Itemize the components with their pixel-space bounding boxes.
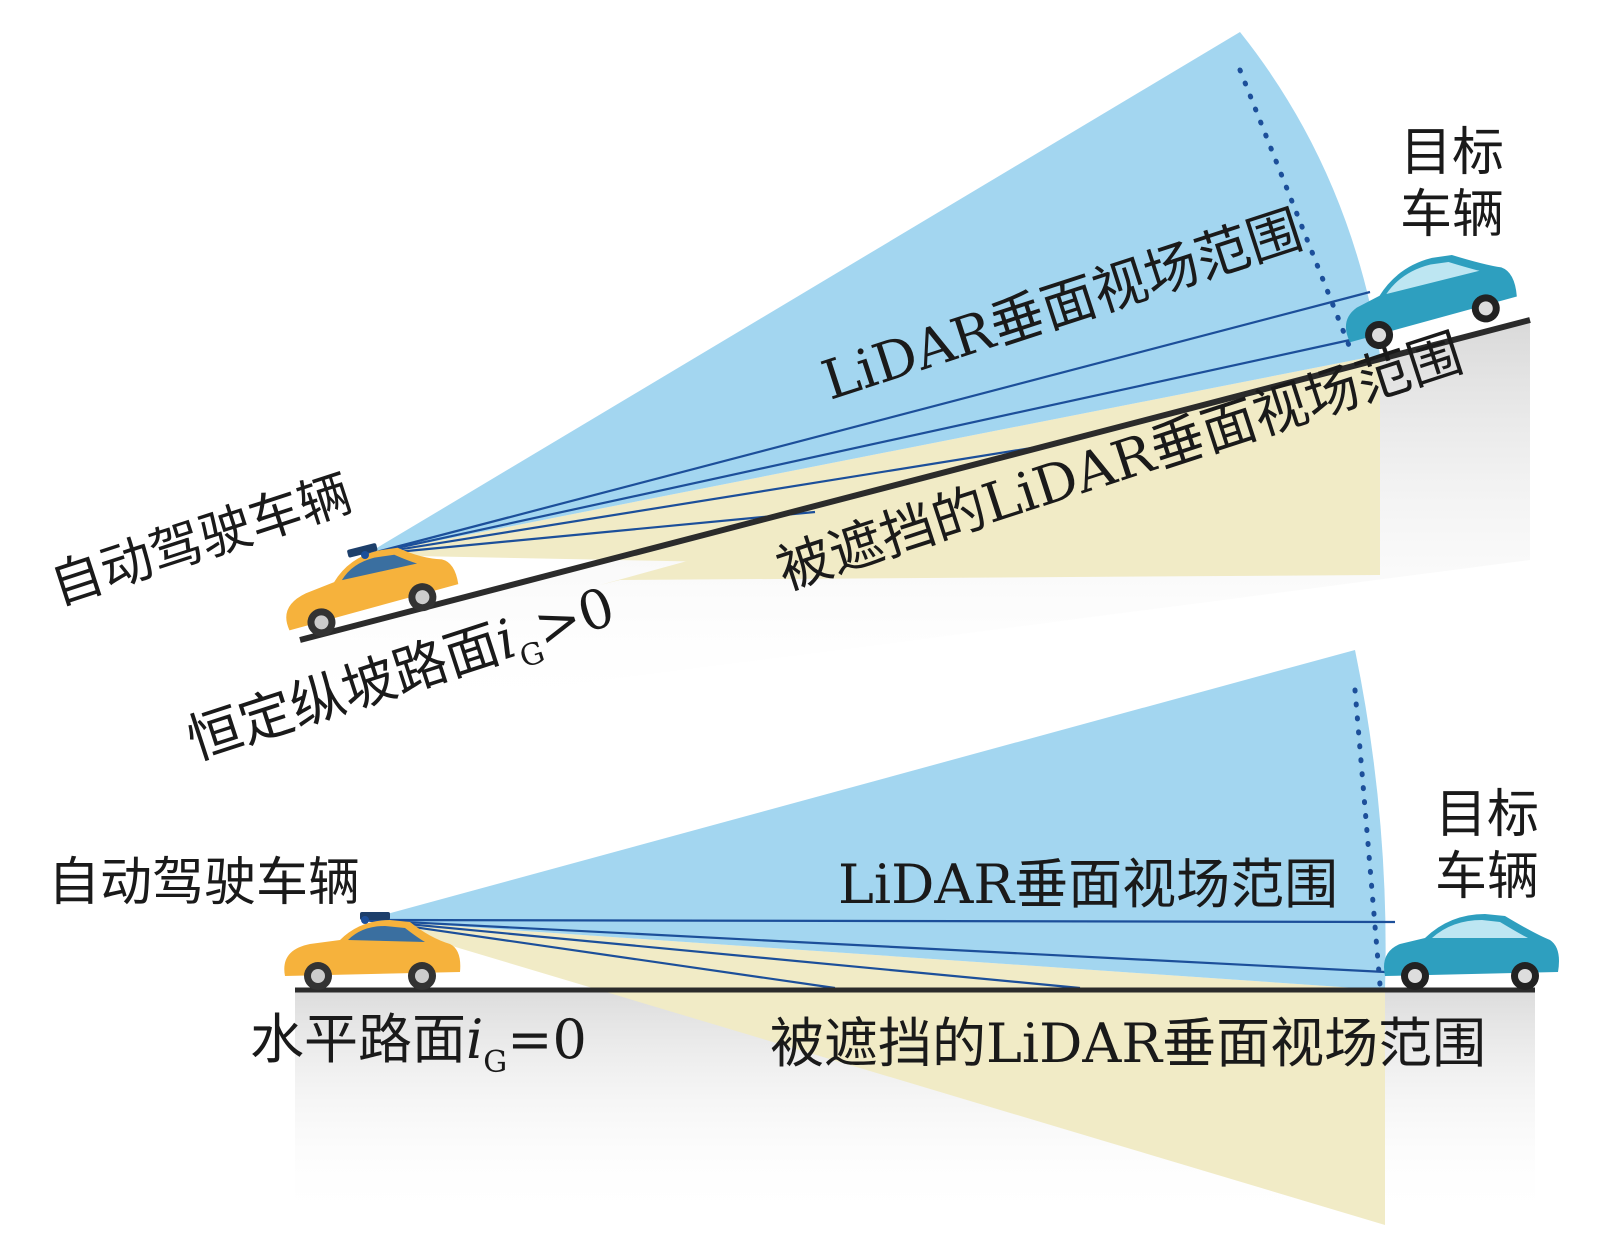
bottom-panel: 自动驾驶车辆 目标 车辆 LiDAR垂面视场范围 被遮挡的LiDAR垂面视场范围… (48, 650, 1559, 1225)
bottom-ray (364, 918, 1081, 990)
bottom-road-label-sub: G (483, 1045, 507, 1080)
bottom-ray (364, 918, 836, 990)
bottom-target-vehicle-label-line2: 车辆 (1435, 847, 1539, 907)
bottom-ray (364, 918, 1386, 974)
top-ray (364, 443, 1051, 557)
top-lidar-sensor (361, 551, 369, 559)
bottom-road-label-main: 水平路面 (250, 1008, 466, 1071)
bottom-lidar-rays (364, 918, 1396, 990)
top-target-vehicle-label-line1: 目标 (1400, 123, 1504, 183)
bottom-lidar-sensor (361, 916, 369, 924)
top-ray (364, 290, 1371, 557)
top-lidar-fov-area (365, 32, 1380, 555)
top-target-vehicle-label-line2: 车辆 (1400, 185, 1504, 245)
bottom-lidar-fov-area (365, 650, 1386, 990)
bottom-fov-label: LiDAR垂面视场范围 (838, 853, 1338, 916)
bottom-target-car (1384, 914, 1559, 990)
top-target-car (1345, 255, 1517, 350)
bottom-occluded-fov-area (365, 920, 1385, 1225)
bottom-ego-car (284, 912, 461, 990)
bottom-road-label-tail: =0 (507, 1008, 587, 1071)
top-ray (364, 338, 1351, 557)
bottom-ego-vehicle-label: 自动驾驶车辆 (48, 853, 360, 913)
top-occluded-fov-lower (600, 370, 1380, 585)
top-ego-car (286, 543, 459, 637)
bottom-road-label: 水平路面iG=0 (250, 1008, 587, 1080)
bottom-road-label-var: i (466, 1008, 483, 1071)
top-lidar-rays (364, 290, 1371, 557)
top-ray (364, 510, 816, 557)
bottom-target-vehicle-label-line1: 目标 (1435, 785, 1539, 845)
bottom-occluded-label: 被遮挡的LiDAR垂面视场范围 (770, 1012, 1486, 1075)
bottom-ray (364, 918, 1396, 924)
top-sloped-road (299, 317, 1531, 643)
